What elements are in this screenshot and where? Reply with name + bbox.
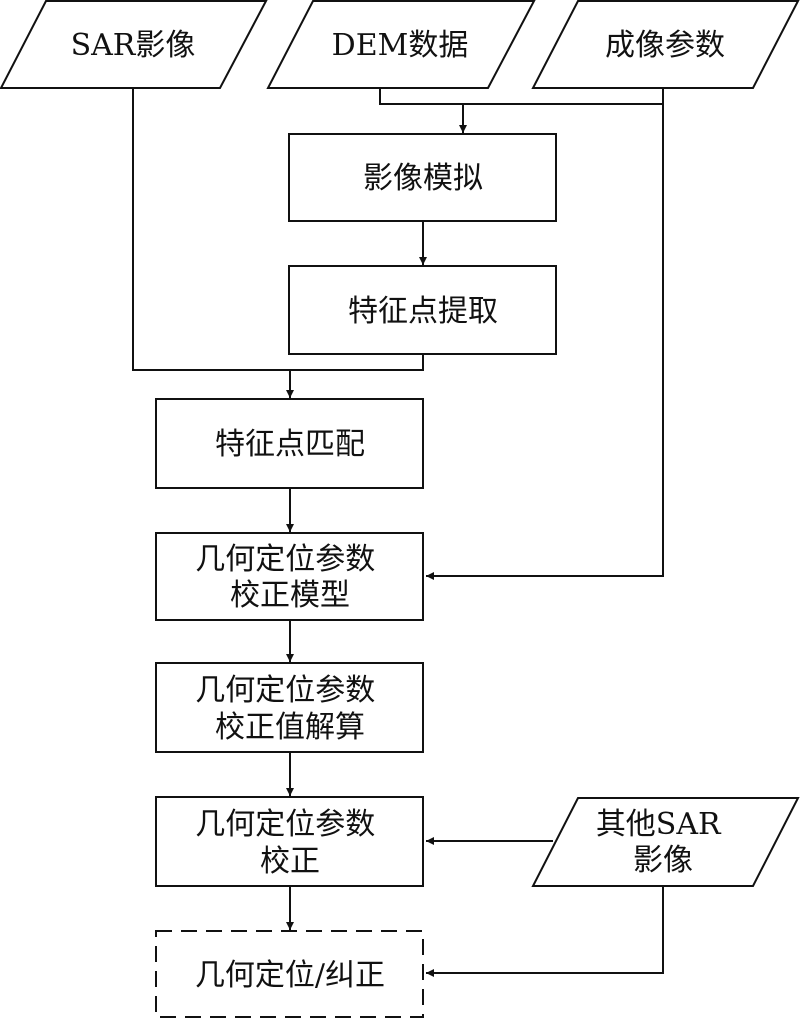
- step-correction-solve: 几何定位参数 校正值解算: [155, 662, 424, 753]
- step-feature-extraction: 特征点提取: [288, 265, 557, 355]
- step-image-simulation: 影像模拟: [288, 133, 557, 222]
- input-imaging-params-label: 成像参数: [605, 28, 725, 63]
- connector-dem-to-simulation: [379, 88, 463, 105]
- input-dem-data: DEM数据: [266, 0, 536, 89]
- step-feature-matching: 特征点匹配: [155, 398, 424, 489]
- input-dem-data-label: DEM数据: [332, 28, 469, 63]
- input-other-sar: 其他SAR 影像: [531, 797, 800, 887]
- input-sar-image: SAR影像: [0, 0, 268, 89]
- arrow-params-to-model: [426, 88, 664, 580]
- step-image-simulation-label: 影像模拟: [363, 161, 483, 196]
- step-correction-model: 几何定位参数 校正模型: [155, 532, 424, 621]
- input-imaging-params: 成像参数: [531, 0, 800, 89]
- step-geo-rectification: 几何定位/纠正: [155, 930, 424, 1018]
- step-param-correction-label: 几何定位参数 校正: [195, 807, 385, 879]
- input-other-sar-label: 其他SAR 影像: [596, 807, 730, 878]
- step-feature-matching-label: 特征点匹配: [215, 427, 365, 462]
- input-sar-image-label: SAR影像: [71, 28, 196, 63]
- connector-sar-to-matching: [132, 88, 290, 371]
- connector-params-to-simulation: [463, 88, 664, 105]
- connector-extraction-to-matching: [290, 354, 424, 371]
- step-geo-rectification-label: 几何定位/纠正: [195, 958, 385, 993]
- step-correction-model-label: 几何定位参数 校正模型: [195, 542, 385, 613]
- step-param-correction: 几何定位参数 校正: [155, 796, 424, 887]
- arrow-other-sar-to-rectification: [426, 886, 664, 977]
- step-correction-solve-label: 几何定位参数 校正值解算: [195, 673, 385, 745]
- connectors: [132, 88, 664, 977]
- step-feature-extraction-label: 特征点提取: [348, 294, 498, 329]
